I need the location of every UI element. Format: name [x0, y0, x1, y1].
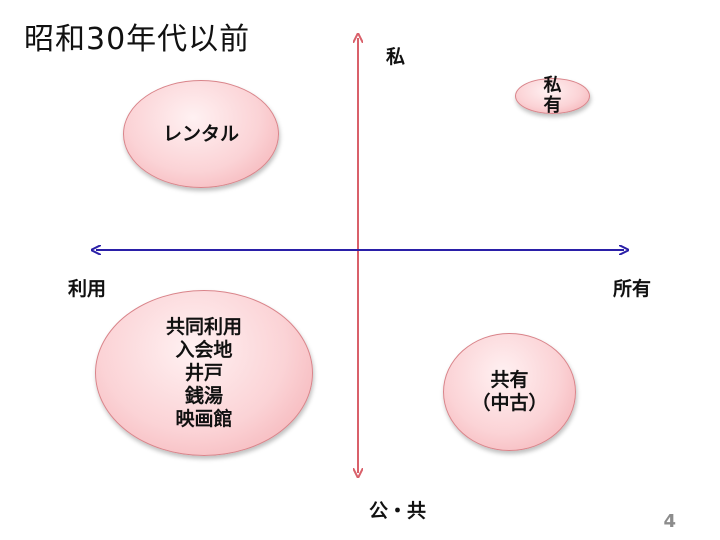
bubble-joint-ownership: 共有 （中古） [443, 333, 576, 451]
axis-label-use: 利用 [68, 278, 107, 300]
bubble-private-ownership-line: 有 [543, 95, 562, 116]
page-title: 昭和30年代以前 [24, 22, 251, 57]
bubble-shared-use-line: 銭湯 [184, 384, 223, 407]
bubble-rental: レンタル [123, 80, 279, 188]
bubble-shared-use: 共同利用 入会地 井戸 銭湯 映画館 [95, 290, 313, 456]
bubble-shared-use-line: 井戸 [184, 361, 223, 384]
slide-page-number: 4 [663, 511, 676, 532]
bubble-joint-ownership-line: （中古） [471, 392, 548, 414]
bubble-rental-line: レンタル [162, 122, 239, 145]
axis-label-private: 私 [386, 46, 406, 68]
bubble-private-ownership-line: 私 [543, 75, 562, 96]
bubble-shared-use-line: 映画館 [175, 407, 233, 430]
bubble-private-ownership: 私 有 [515, 75, 590, 116]
axis-label-public-common: 公・共 [369, 500, 427, 522]
bubble-shared-use-line: 入会地 [175, 338, 233, 361]
bubble-joint-ownership-line: 共有 [490, 369, 529, 391]
bubble-shared-use-line: 共同利用 [165, 315, 242, 338]
axis-label-ownership: 所有 [613, 278, 652, 300]
